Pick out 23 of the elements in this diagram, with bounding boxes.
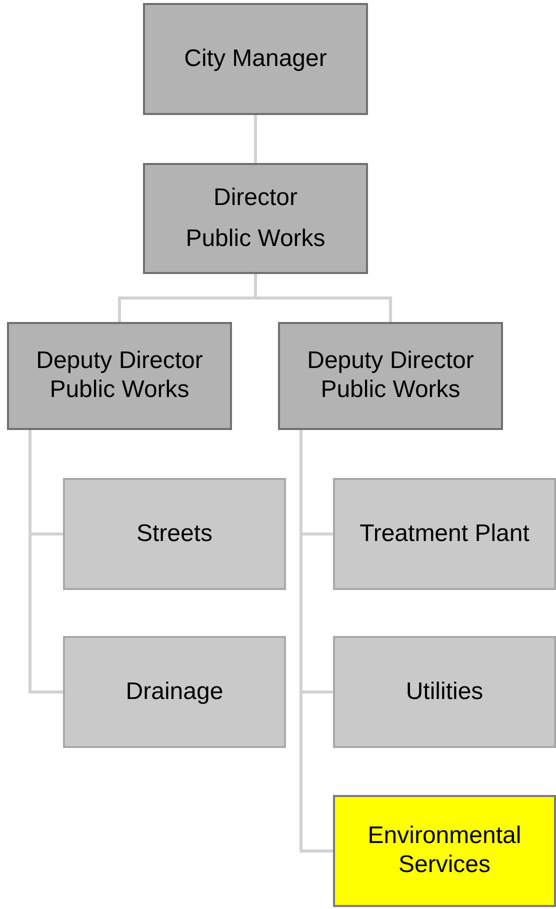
role-title: Deputy Director Public Works: [306, 347, 475, 405]
role-title: Public Works: [186, 224, 326, 254]
role-title: Treatment Plant: [360, 520, 530, 548]
role-title: Drainage: [126, 678, 224, 706]
org-box: [333, 795, 556, 907]
org-box: [278, 322, 503, 430]
role-title: Environmental Services: [366, 822, 522, 880]
org-box: [63, 636, 286, 748]
connector-line: [254, 274, 392, 322]
org-box: [333, 636, 556, 748]
role-title: Director: [213, 184, 298, 212]
org-box: [143, 163, 368, 274]
role-title: Utilities: [406, 678, 484, 706]
connector-line: [300, 430, 333, 852]
org-box: [333, 478, 556, 590]
org-box: [63, 478, 286, 590]
org-box: [143, 3, 368, 115]
connector-line: [254, 115, 257, 163]
role-title: Streets: [136, 520, 213, 548]
role-title: Deputy Director Public Works: [35, 347, 204, 405]
org-box: [7, 322, 232, 430]
connector-line: [28, 430, 63, 694]
role-title: City Manager: [184, 44, 327, 74]
